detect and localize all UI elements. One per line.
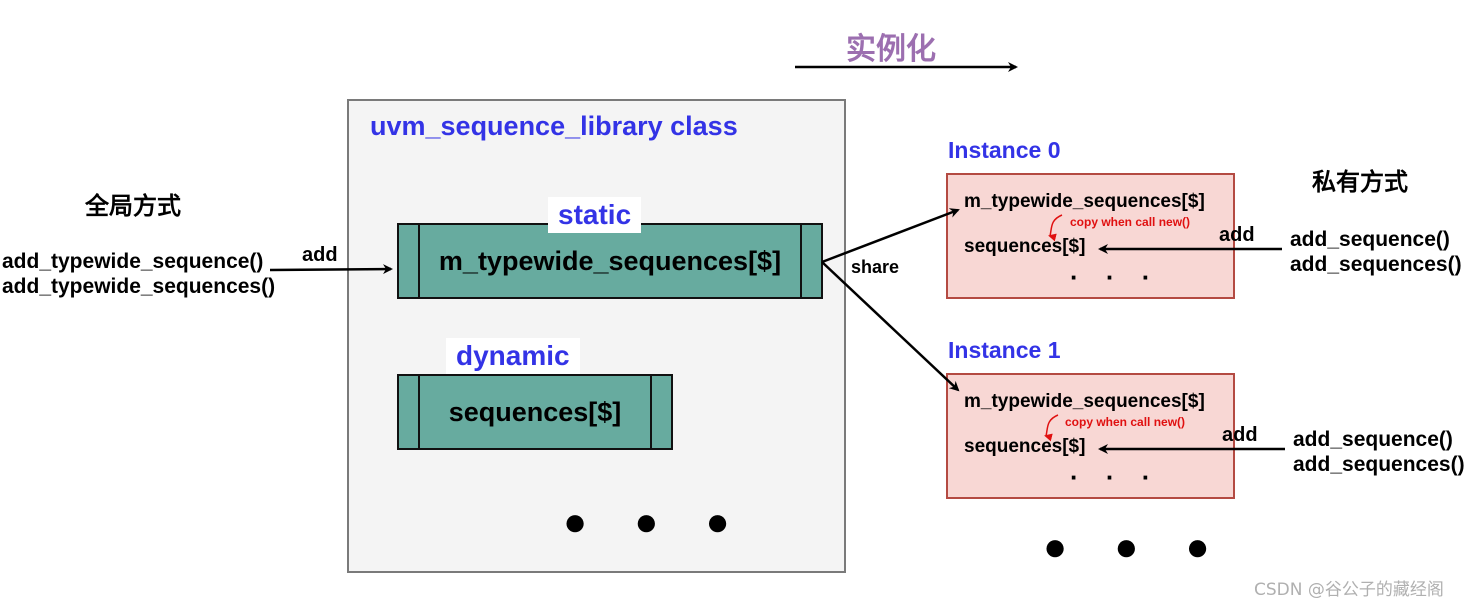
instance-1-typewide: m_typewide_sequences[$] xyxy=(964,391,1205,412)
private-method-1-instance-0: add_sequence() xyxy=(1290,228,1450,251)
instance-1-label: Instance 1 xyxy=(948,337,1061,363)
share-label: share xyxy=(851,257,900,277)
private-method-2-instance-1: add_sequences() xyxy=(1293,453,1465,476)
instance-0-label: Instance 0 xyxy=(948,137,1061,163)
static-tag: static xyxy=(548,197,642,233)
global-add-label: add xyxy=(302,244,338,266)
private-mode-title: 私有方式 xyxy=(1312,168,1408,196)
instance-1-box xyxy=(946,373,1235,499)
global-method-1: add_typewide_sequence() xyxy=(2,250,264,273)
instance-0-typewide: m_typewide_sequences[$] xyxy=(964,191,1205,212)
private-add-label-1: add xyxy=(1222,424,1258,446)
instance-0-copy-note: copy when call new() xyxy=(1070,215,1191,229)
instance-1-copy-note: copy when call new() xyxy=(1065,415,1186,429)
instance-0-box xyxy=(946,173,1235,299)
copy-arrow-0 xyxy=(1048,214,1063,242)
dynamic-queue-label: sequences[$] xyxy=(448,396,622,427)
dynamic-sequences-queue: sequences[$] xyxy=(397,374,673,450)
copy-arrow-1 xyxy=(1044,414,1059,442)
global-method-2: add_typewide_sequences() xyxy=(2,275,276,298)
instantiate-title: 实例化 xyxy=(846,32,936,67)
private-method-1-instance-1: add_sequence() xyxy=(1293,428,1453,451)
library-ellipsis: ● ● ● xyxy=(563,500,748,544)
static-queue-label: m_typewide_sequences[$] xyxy=(438,245,782,276)
instance-0-ellipsis: · · · xyxy=(1070,262,1161,292)
global-add-arrow xyxy=(269,264,393,275)
share-arrow-0 xyxy=(821,208,960,264)
share-arrow-1 xyxy=(821,261,960,392)
private-method-2-instance-0: add_sequences() xyxy=(1290,253,1462,276)
private-add-label-0: add xyxy=(1219,224,1255,246)
dynamic-tag: dynamic xyxy=(446,338,580,374)
instance-1-sequences: sequences[$] xyxy=(964,436,1086,457)
library-class-title: uvm_sequence_library class xyxy=(370,111,738,141)
instance-1-ellipsis: · · · xyxy=(1070,462,1161,492)
library-class-box xyxy=(347,99,846,573)
global-mode-title: 全局方式 xyxy=(85,192,181,220)
instances-ellipsis: ● ● ● xyxy=(1043,525,1228,569)
watermark: CSDN @谷公子的藏经阁 xyxy=(1254,580,1444,600)
